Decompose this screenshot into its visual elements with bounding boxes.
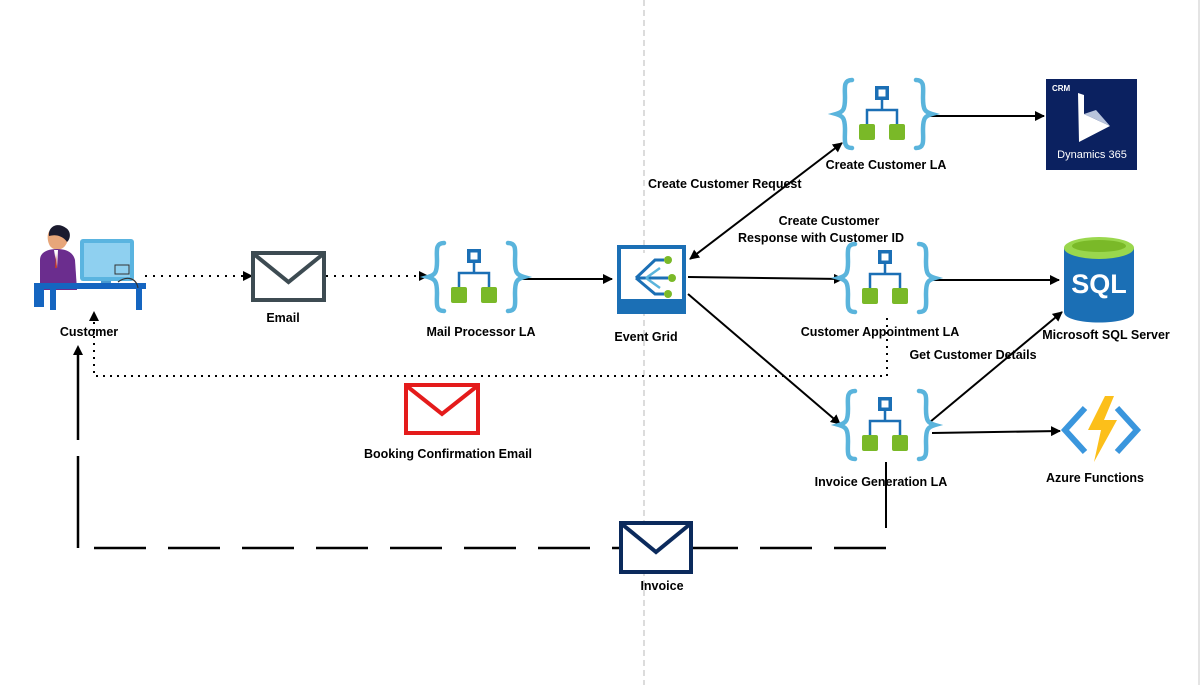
create-response-label-line2: Response with Customer ID [738,231,904,245]
edge-eventgrid-invoicegen [687,293,841,425]
booking-email-label: Booking Confirmation Email [364,447,532,461]
dynamics-crm-tag: CRM [1052,84,1071,93]
customer-appointment-label: Customer Appointment LA [801,325,960,339]
invoice-label: Invoice [640,579,683,593]
azure-functions-icon [1060,396,1142,462]
create-response-label-line1: Create Customer [779,214,880,228]
customer-icon [34,225,146,310]
edge-booking-confirmation [89,311,888,377]
mail-processor-logic-app-icon [428,243,524,311]
create-request-label: Create Customer Request [648,177,802,191]
booking-email-icon [404,383,480,435]
dynamics-label: Dynamics 365 [1057,149,1127,161]
connectors [73,111,1063,550]
event-grid-icon [617,245,686,314]
email-label: Email [266,311,299,325]
customer-label: Customer [60,325,118,339]
invoice-generation-label: Invoice Generation LA [815,475,948,489]
azure-functions-label: Azure Functions [1046,471,1144,485]
create-customer-logic-app-icon [836,80,932,148]
edge-invoicegen-functions [931,426,1061,437]
dynamics-365-icon: CRM Dynamics 365 [1046,79,1137,170]
invoice-generation-logic-app-icon [839,391,935,459]
sql-server-label: Microsoft SQL Server [1042,328,1170,342]
edge-eventgrid-createcustomer [689,142,843,260]
create-customer-label: Create Customer LA [826,158,947,172]
sql-database-icon: SQL [1064,237,1134,323]
sql-icon-text: SQL [1071,269,1127,299]
email-icon [251,251,326,302]
customer-appointment-logic-app-icon [839,244,935,312]
invoice-email-icon [619,521,693,574]
mail-processor-label: Mail Processor LA [426,325,535,339]
get-details-label: Get Customer Details [909,348,1036,362]
event-grid-label: Event Grid [614,330,677,344]
edge-eventgrid-appointment [687,273,844,284]
edge-invoicegen-sql [929,311,1063,423]
